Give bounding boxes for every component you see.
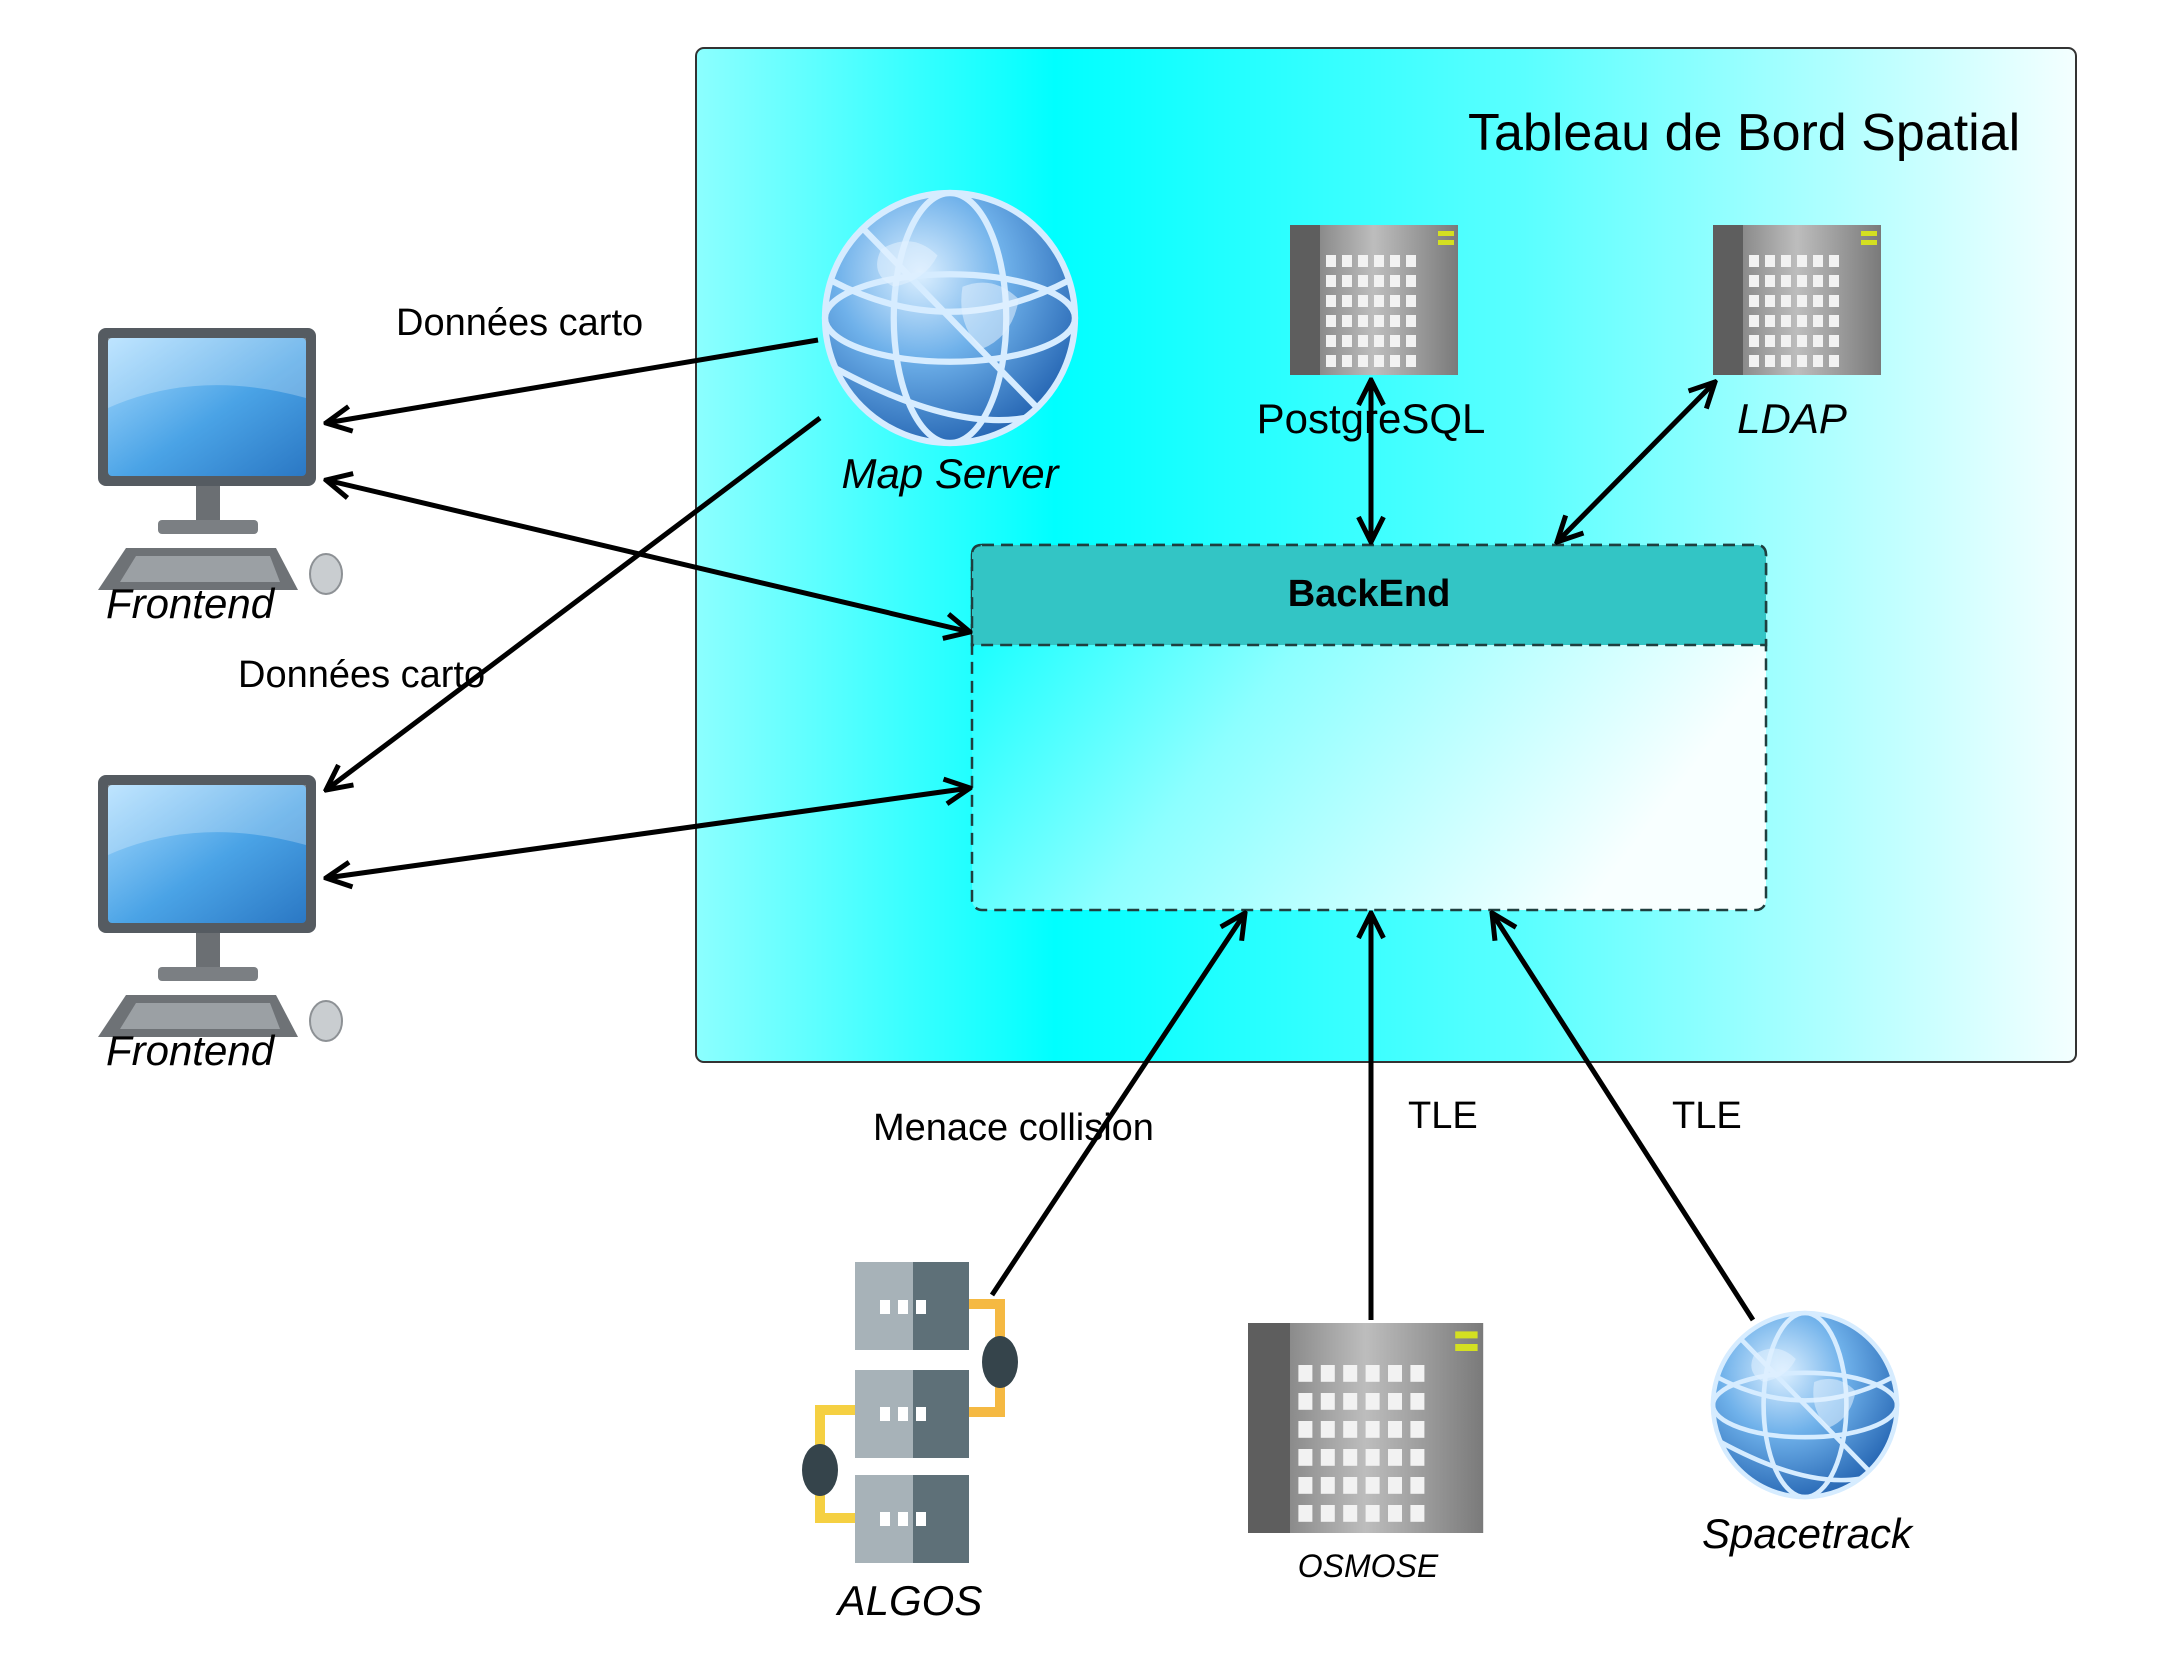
edge-label-donnees-carto-2: Données carto xyxy=(238,654,486,696)
frontend-1-computer-icon xyxy=(97,327,343,595)
postgresql-label: PostgreSQL xyxy=(1256,395,1486,442)
edge-label-donnees-carto-1: Données carto xyxy=(396,302,644,344)
arrow-algos-backend xyxy=(989,913,1245,1297)
ldap-label: LDAP xyxy=(1737,395,1847,442)
algos-label: ALGOS xyxy=(837,1577,983,1624)
spacetrack-label: Spacetrack xyxy=(1701,1510,1913,1557)
backend-box xyxy=(970,543,1768,912)
arrow-frontend-1-backend xyxy=(326,480,970,632)
postgresql-database-icon xyxy=(1290,225,1458,375)
edge-label-tle-osmose: TLE xyxy=(1408,1095,1478,1137)
ldap-server-icon xyxy=(1713,225,1881,375)
arrow-ldap-backend xyxy=(1557,382,1715,542)
arrow-mapserver-frontend-1 xyxy=(326,337,819,423)
spacetrack-globe-icon xyxy=(1713,1313,1897,1497)
backend-title: BackEnd xyxy=(1287,573,1451,615)
map-server-label: Map Server xyxy=(841,450,1059,497)
edge-label-menace-collision: Menace collision xyxy=(873,1107,1154,1149)
frontend-1-label: Frontend xyxy=(105,580,275,627)
osmose-label: OSMOSE xyxy=(1297,1548,1439,1584)
arrow-frontend-2-backend xyxy=(326,788,970,878)
connectors xyxy=(326,337,1756,1322)
algos-server-cluster-icon xyxy=(802,1262,1018,1563)
frontend-2-computer-icon xyxy=(97,774,343,1042)
frontend-2-label: Frontend xyxy=(105,1027,275,1074)
map-server-globe-icon xyxy=(825,193,1075,443)
container-title: Tableau de Bord Spatial xyxy=(1468,104,2021,162)
arrow-spacetrack-backend xyxy=(1492,913,1756,1322)
edge-label-tle-spacetrack: TLE xyxy=(1672,1095,1742,1137)
osmose-server-icon xyxy=(1248,1323,1484,1533)
